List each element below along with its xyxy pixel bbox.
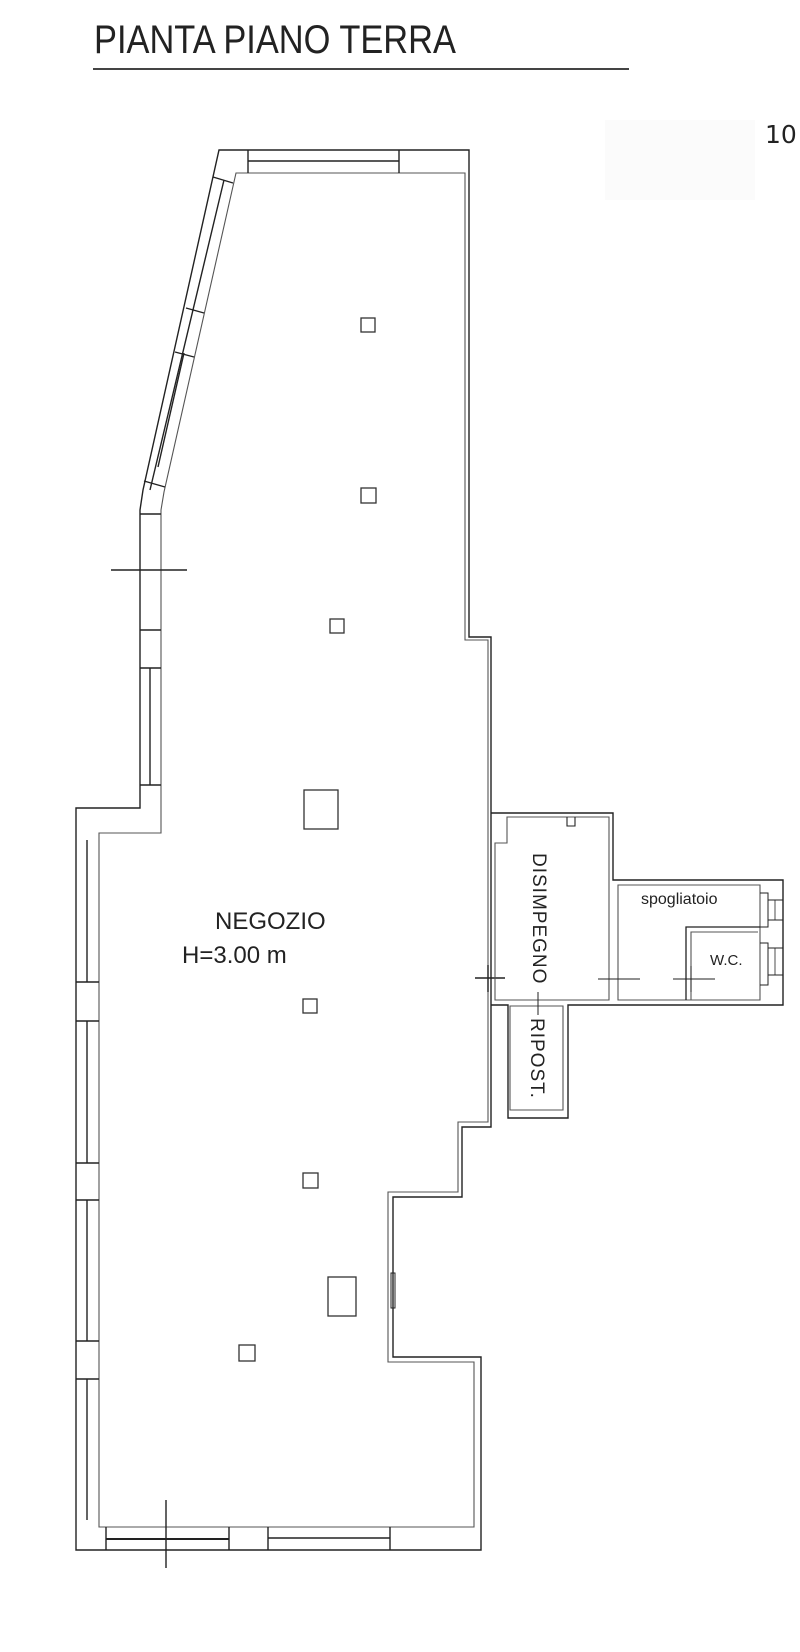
column (327, 1276, 357, 1317)
wc-wall (685, 926, 760, 1000)
shop-inner-wall (98, 172, 489, 1528)
room-height-label: H=3.00 m (182, 942, 287, 969)
faded-stamp-area (605, 120, 755, 200)
column (302, 998, 318, 1014)
disimpegno-outer (491, 812, 784, 1119)
page-number: 10 (765, 120, 797, 149)
room-label-ripostiglio: RIPOST. (526, 1018, 547, 1099)
room-label-wc: W.C. (710, 952, 743, 969)
page-title: PIANTA PIANO TERRA (94, 18, 456, 62)
column (329, 618, 345, 634)
ripostiglio-inner (509, 1005, 564, 1111)
column (302, 1172, 319, 1189)
room-label-spogliatoio: spogliatoio (641, 891, 718, 908)
column (238, 1344, 256, 1362)
room-label-disimpegno: DISIMPEGNO (528, 853, 549, 985)
column (303, 789, 339, 830)
columns (238, 317, 377, 1362)
shop-outer-wall (75, 149, 492, 1551)
disimpegno-inner (494, 816, 610, 1001)
column (360, 487, 377, 504)
column (360, 317, 376, 333)
spogliatoio-inner (617, 884, 761, 1001)
title-underline (93, 68, 629, 70)
room-label-negozio: NEGOZIO (215, 908, 326, 935)
